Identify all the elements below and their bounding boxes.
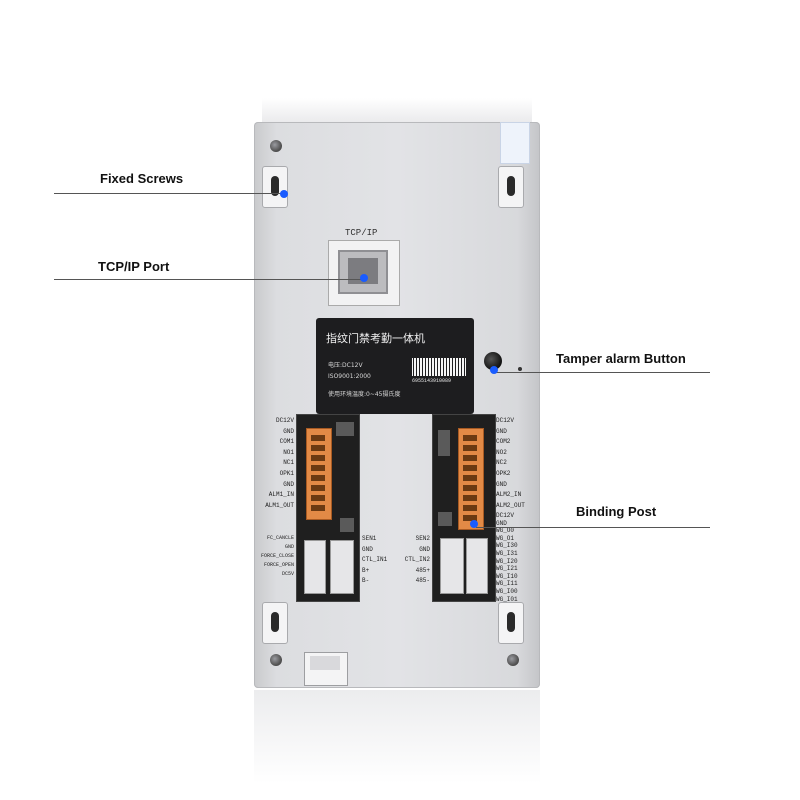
right-terminal-block	[458, 428, 484, 530]
plate-voltage: 电压:DC12V	[328, 362, 363, 369]
callout-binding-post: Binding Post	[576, 504, 657, 519]
left-terminal-block	[306, 428, 332, 520]
callout-dot-fixed-screws	[280, 190, 288, 198]
left-connector-2	[330, 540, 354, 594]
pcb-component	[336, 422, 354, 436]
tamper-indicator	[518, 367, 522, 371]
callout-tcp-ip-port: TCP/IP Port	[98, 259, 170, 274]
right-connector-2	[466, 538, 488, 594]
plate-title: 指纹门禁考勤一体机	[326, 332, 425, 345]
callout-line-tcp-ip-port	[54, 279, 366, 280]
mount-slot-top-left	[262, 166, 288, 208]
mount-slot-bottom-left	[262, 602, 288, 644]
sticker	[500, 122, 530, 164]
right-connector	[440, 538, 464, 594]
barcode	[412, 358, 466, 376]
device-top-shadow	[262, 98, 532, 124]
pcb-component	[340, 518, 354, 532]
left-connector	[304, 540, 326, 594]
mount-slot-top-right	[498, 166, 524, 208]
callout-dot-tcp-ip-port	[360, 274, 368, 282]
pcb-component	[438, 512, 452, 526]
mount-slot-bottom-right	[498, 602, 524, 644]
screw-top-left	[270, 140, 282, 152]
screw-bottom-left	[270, 654, 282, 666]
tamper-alarm-button	[484, 352, 502, 370]
callout-fixed-screws: Fixed Screws	[100, 171, 184, 186]
screw-bottom-right	[507, 654, 519, 666]
callout-line-binding-post	[476, 527, 710, 528]
callout-tamper-alarm-button: Tamper alarm Button	[556, 351, 686, 366]
barcode-number: 6955143910089	[412, 378, 452, 384]
callout-dot-binding-post	[470, 520, 478, 528]
callout-line-fixed-screws	[54, 193, 284, 194]
bottom-latch-opening	[310, 656, 340, 670]
plate-iso: ISO9001:2000	[328, 373, 371, 380]
callout-dot-tamper	[490, 366, 498, 374]
callout-line-tamper	[494, 372, 710, 373]
plate-temperature: 使用环境温度:0~45摄氏度	[328, 391, 401, 398]
device-reflection	[254, 690, 540, 800]
port-label: TCP/IP	[345, 228, 378, 238]
pcb-component	[438, 430, 450, 456]
